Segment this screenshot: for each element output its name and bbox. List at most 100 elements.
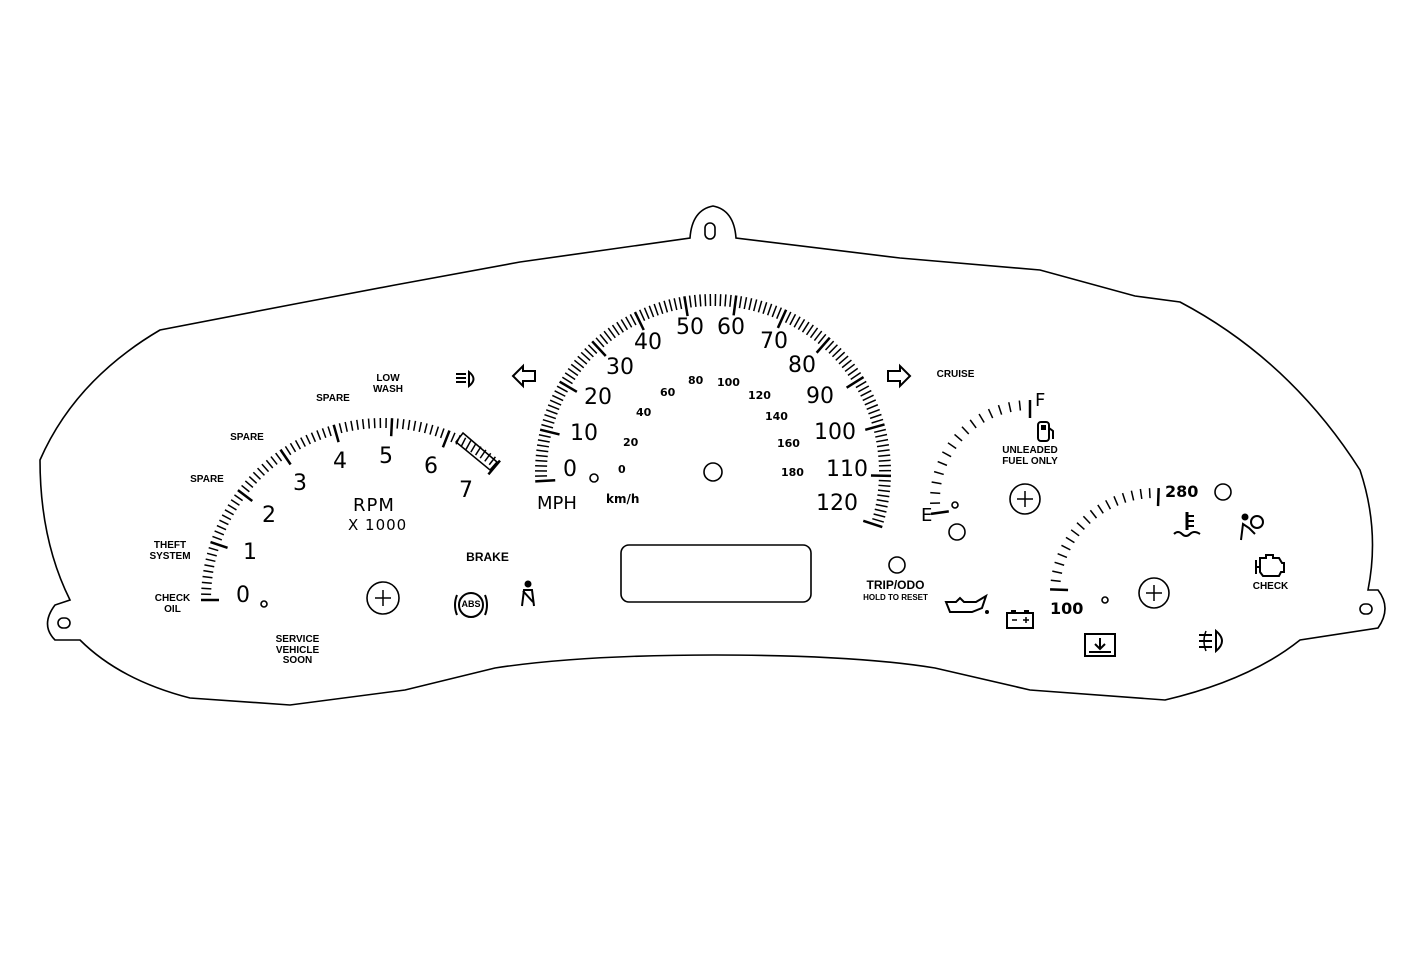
tach-tick bbox=[241, 484, 250, 493]
speedo-tick bbox=[776, 307, 783, 320]
speedo-tick bbox=[824, 340, 835, 351]
speedo-tick bbox=[847, 367, 859, 376]
temp-tick bbox=[1054, 561, 1065, 566]
temp-tick bbox=[1057, 552, 1068, 559]
speedo-tick bbox=[544, 414, 557, 420]
mph-numeral-40: 40 bbox=[634, 330, 662, 355]
mph-numeral-10: 10 bbox=[570, 421, 598, 446]
tach-tick bbox=[434, 426, 440, 437]
tach-tick bbox=[289, 442, 297, 453]
temp-high-label: 280 bbox=[1165, 482, 1199, 501]
tach-tick bbox=[201, 581, 212, 585]
speedo-tick bbox=[625, 316, 633, 328]
speedo-tick bbox=[616, 321, 624, 333]
tach-tick bbox=[206, 552, 217, 557]
tach-tick bbox=[465, 440, 472, 450]
speedo-tick bbox=[797, 318, 806, 331]
tach-tick bbox=[439, 428, 445, 439]
mph-numeral-20: 20 bbox=[584, 385, 612, 410]
speedo-tick bbox=[699, 294, 702, 307]
speedo-tick bbox=[757, 300, 763, 313]
left-turn-signal-icon bbox=[511, 363, 536, 389]
temp-tick bbox=[1061, 544, 1071, 551]
speedo-tick bbox=[668, 299, 673, 312]
tach-tick bbox=[275, 452, 283, 462]
speedo-tick bbox=[599, 333, 609, 345]
temp-tick bbox=[1139, 488, 1143, 500]
speedo-tick bbox=[724, 294, 727, 307]
fuel-tick bbox=[978, 413, 985, 423]
tach-tick bbox=[441, 430, 451, 448]
tach-tick bbox=[279, 448, 292, 466]
speedo-tick bbox=[835, 351, 846, 361]
fuel-tick bbox=[961, 426, 970, 435]
oil-can-icon bbox=[944, 593, 989, 614]
fuel-tick bbox=[1018, 400, 1022, 411]
abs-icon-text: ABS bbox=[461, 599, 481, 609]
coolant-temperature-icon bbox=[1173, 512, 1201, 537]
check-engine-label: CHECK bbox=[1252, 581, 1289, 592]
tach-tick bbox=[227, 504, 237, 511]
speedo-tick bbox=[784, 311, 792, 324]
kmh-numeral-140: 140 bbox=[765, 410, 788, 423]
tach-numeral-0: 0 bbox=[236, 583, 250, 608]
temp-tick bbox=[1076, 522, 1085, 530]
speedo-tick bbox=[776, 309, 788, 329]
fuel-tick bbox=[930, 510, 949, 516]
speedo-tick bbox=[704, 294, 707, 307]
speedo-tick bbox=[719, 294, 722, 307]
service-vehicle-soon-label: SERVICE VEHICLE SOON bbox=[275, 634, 320, 666]
fog-light-icon bbox=[1199, 628, 1223, 654]
speedo-tick bbox=[573, 359, 585, 369]
tach-numeral-4: 4 bbox=[333, 449, 347, 474]
right-turn-signal-icon bbox=[887, 363, 912, 389]
tach-tick bbox=[219, 519, 229, 526]
speedo-tick bbox=[872, 517, 885, 523]
fuel-tick bbox=[937, 460, 948, 467]
spare-label-3: SPARE bbox=[316, 393, 350, 404]
speedo-tick bbox=[813, 330, 823, 342]
tach-tick bbox=[230, 499, 240, 506]
speedo-tick bbox=[864, 423, 885, 431]
tach-tick bbox=[216, 524, 227, 531]
tach-numeral-6: 6 bbox=[424, 454, 438, 479]
temp-tick bbox=[1097, 504, 1104, 514]
tach-tick bbox=[208, 546, 219, 552]
speedo-tick bbox=[536, 449, 549, 453]
mph-numeral-80: 80 bbox=[788, 353, 816, 378]
kmh-numeral-120: 120 bbox=[748, 389, 771, 402]
speedo-tick bbox=[868, 408, 880, 415]
fuel-tick bbox=[1008, 402, 1012, 413]
speedo-tick bbox=[817, 333, 827, 345]
speedo-tick bbox=[876, 438, 889, 443]
temp-tick bbox=[1050, 579, 1061, 583]
speedo-tick bbox=[638, 309, 646, 322]
tach-tick bbox=[389, 418, 394, 437]
speedo-tick bbox=[558, 380, 578, 393]
tach-tick bbox=[338, 423, 343, 434]
speedo-tick bbox=[864, 399, 877, 406]
speedo-tick bbox=[683, 296, 689, 317]
tach-tick bbox=[205, 558, 216, 563]
tach-tick bbox=[327, 426, 332, 437]
tach-tick bbox=[237, 489, 254, 502]
speedo-tick bbox=[815, 336, 831, 354]
tach-tick bbox=[310, 432, 317, 443]
tach-tick bbox=[212, 535, 223, 541]
tach-tick bbox=[248, 475, 258, 484]
speedo-tick bbox=[535, 459, 548, 463]
speedo-tick bbox=[874, 508, 887, 513]
speedo-tick bbox=[551, 394, 564, 402]
kmh-numeral-60: 60 bbox=[660, 386, 676, 399]
fuel-pump-icon bbox=[1037, 421, 1054, 442]
temp-tick bbox=[1050, 588, 1069, 592]
tach-numeral-2: 2 bbox=[262, 503, 276, 528]
speedo-tick bbox=[862, 394, 874, 402]
mph-label: MPH bbox=[537, 493, 577, 514]
fuel-tick bbox=[987, 408, 994, 419]
speedo-tick bbox=[793, 316, 801, 328]
fuel-full-label: F bbox=[1035, 390, 1046, 411]
tach-multiplier-label: X 1000 bbox=[348, 516, 408, 534]
tach-tick bbox=[204, 564, 215, 568]
theft-system-label: THEFT SYSTEM bbox=[149, 540, 191, 562]
